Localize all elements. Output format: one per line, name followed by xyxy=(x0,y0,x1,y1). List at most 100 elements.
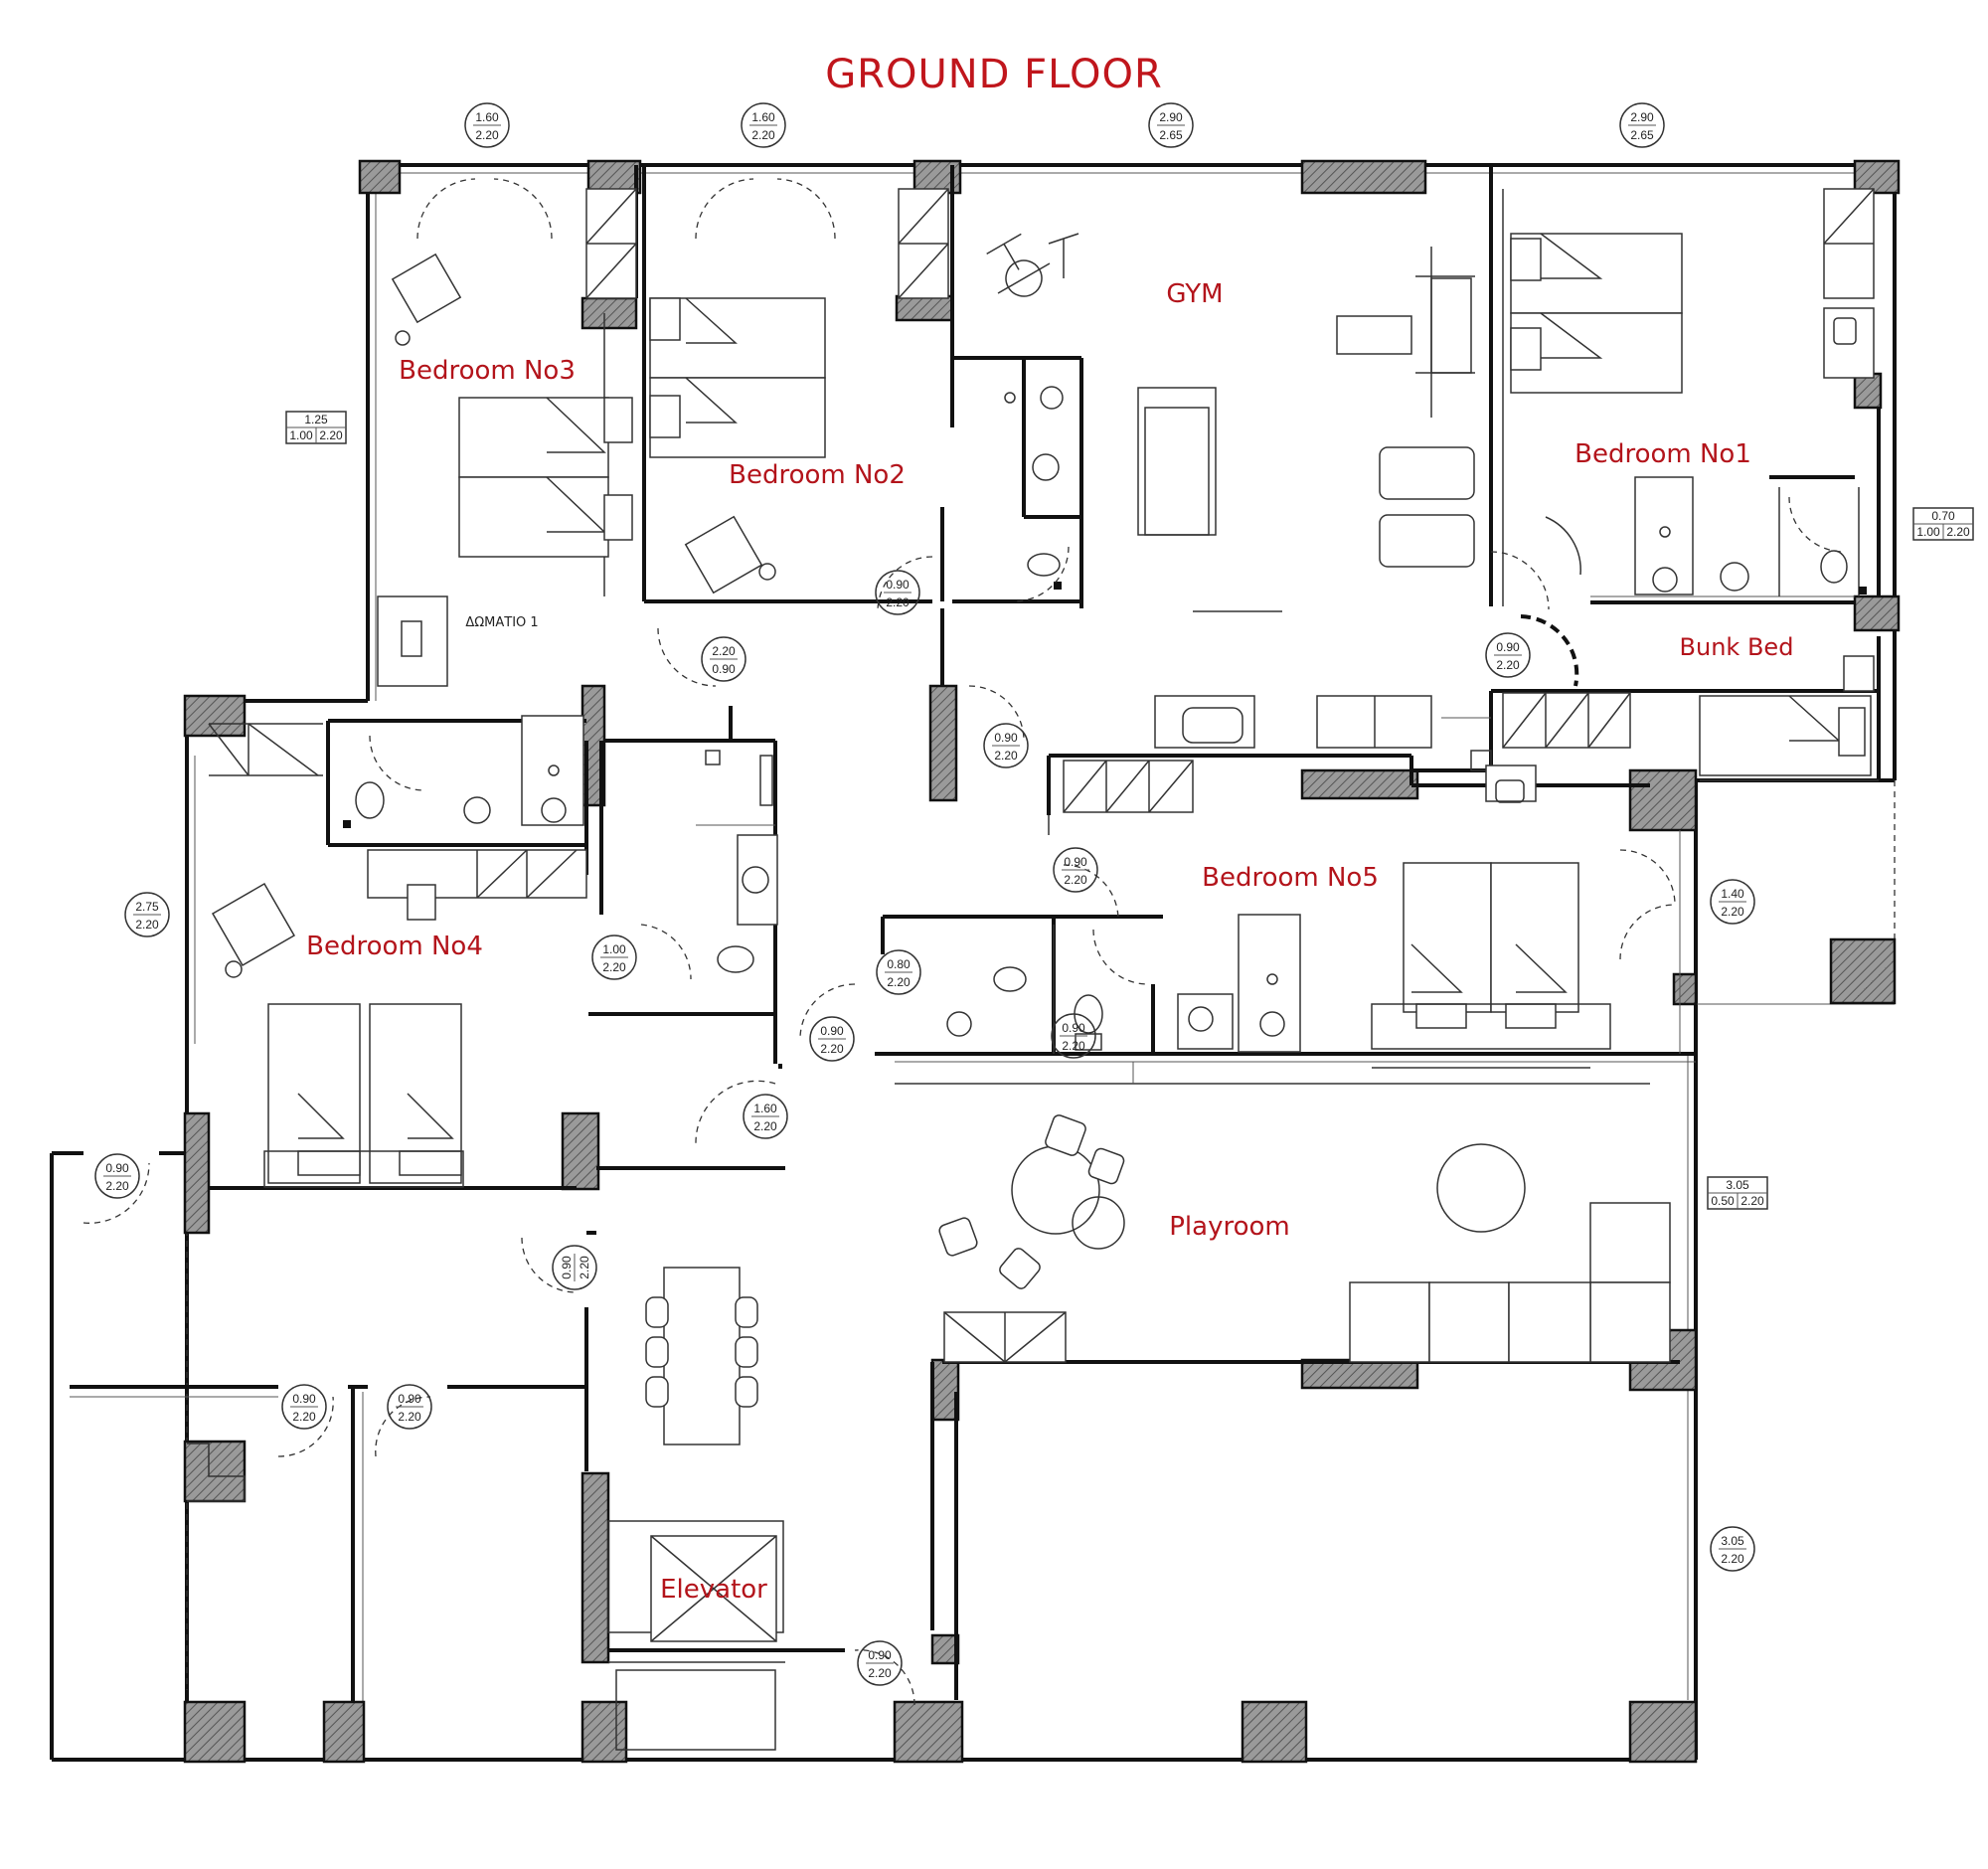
tag-height: 2.20 xyxy=(886,595,910,609)
tag-circle xyxy=(809,1016,855,1062)
room-label-bedroom1: Bedroom No1 xyxy=(1574,439,1751,469)
tag-width: 0.90 xyxy=(398,1392,421,1406)
room-label-bedroom5: Bedroom No5 xyxy=(1202,863,1379,893)
tag-height: 2.20 xyxy=(1062,1039,1085,1053)
tag-height: 2.20 xyxy=(751,128,775,142)
tag-width: 0.90 xyxy=(560,1256,574,1279)
window-width: 0.70 xyxy=(1931,509,1955,523)
tag-circle xyxy=(591,934,637,980)
tag-width: 1.00 xyxy=(602,942,626,956)
opening-tag: 0.90 2.20 xyxy=(1051,1013,1096,1059)
structural-columns xyxy=(183,159,1901,1764)
tag-height: 2.20 xyxy=(135,918,159,932)
tag-circle xyxy=(464,102,510,148)
opening-tag: 2.75 2.20 xyxy=(124,892,170,937)
tag-circle xyxy=(1053,847,1098,893)
tag-height: 2.20 xyxy=(753,1119,777,1133)
tag-height: 2.20 xyxy=(887,975,911,989)
opening-tag: 0.90 2.20 xyxy=(809,1016,855,1062)
tag-width: 1.60 xyxy=(475,110,499,124)
tag-circle xyxy=(1485,632,1531,678)
tag-width: 0.90 xyxy=(868,1648,892,1662)
exterior-walls xyxy=(50,163,1897,1762)
tag-height: 2.20 xyxy=(105,1179,129,1193)
tag-circle xyxy=(552,1245,597,1290)
tag-circle xyxy=(1148,102,1194,148)
opening-tag: 1.60 2.20 xyxy=(464,102,510,148)
tag-height: 2.20 xyxy=(1496,658,1520,672)
tag-height: 2.20 xyxy=(1721,1552,1744,1566)
room-labels: GYM Bedroom No3 Bedroom No2 Bedroom No1 … xyxy=(306,279,1793,1605)
opening-tag: 0.90 2.20 xyxy=(1485,632,1531,678)
opening-tag: 3.05 2.20 xyxy=(1710,1526,1755,1572)
tag-height: 2.20 xyxy=(475,128,499,142)
opening-tag: 1.40 2.20 xyxy=(1710,879,1755,925)
tag-circle xyxy=(94,1153,140,1199)
tag-width: 0.90 xyxy=(994,731,1018,745)
room-label-elevator: Elevator xyxy=(660,1575,767,1605)
tag-width: 0.90 xyxy=(820,1024,844,1038)
tag-circle xyxy=(1051,1013,1096,1059)
tag-width: 1.60 xyxy=(753,1102,777,1115)
tag-height: 2.20 xyxy=(578,1256,591,1279)
tag-circle xyxy=(701,636,746,682)
room-label-bedroom3: Bedroom No3 xyxy=(399,356,576,386)
tag-width: 2.75 xyxy=(135,900,159,914)
tag-width: 0.80 xyxy=(887,957,911,971)
opening-tag: 0.90 2.20 xyxy=(552,1245,597,1290)
tag-height: 2.20 xyxy=(1064,873,1087,887)
room-label-bedroom4: Bedroom No4 xyxy=(306,932,483,961)
opening-tag: 0.90 2.20 xyxy=(875,570,920,615)
domatio-label: ΔΩΜΑΤΙΟ 1 xyxy=(465,615,538,630)
tag-circle xyxy=(1710,1526,1755,1572)
opening-tags: 1.602.201.602.202.902.652.902.650.902.20… xyxy=(94,102,1755,1686)
tag-width: 2.90 xyxy=(1630,110,1654,124)
tag-height: 2.20 xyxy=(820,1042,844,1056)
opening-tag: 1.60 2.20 xyxy=(743,1094,788,1139)
tag-height: 0.90 xyxy=(712,662,736,676)
opening-tag: 0.902.20 xyxy=(1053,847,1098,893)
tag-height: 2.20 xyxy=(868,1666,892,1680)
tag-height: 2.20 xyxy=(398,1410,421,1424)
tag-width: 0.90 xyxy=(105,1161,129,1175)
tag-circle xyxy=(124,892,170,937)
opening-tag: 0.90 2.20 xyxy=(94,1153,140,1199)
tag-width: 0.90 xyxy=(1496,640,1520,654)
tag-width: 1.40 xyxy=(1721,887,1744,901)
tag-circle xyxy=(387,1384,432,1430)
opening-tag: 0.90 2.20 xyxy=(857,1640,903,1686)
window-width: 3.05 xyxy=(1726,1178,1749,1192)
window-height: 2.20 xyxy=(1740,1194,1764,1208)
tag-height: 2.20 xyxy=(292,1410,316,1424)
tag-circle xyxy=(741,102,786,148)
window-tag: 3.05 0.50 2.20 xyxy=(1707,1176,1768,1210)
tag-width: 0.90 xyxy=(886,578,910,592)
tag-width: 2.20 xyxy=(712,644,736,658)
room-label-playroom: Playroom xyxy=(1169,1212,1289,1242)
room-label-bedroom2: Bedroom No2 xyxy=(729,460,906,490)
tag-height: 2.20 xyxy=(1721,905,1744,919)
tag-width: 0.90 xyxy=(1062,1021,1085,1035)
tag-width: 0.90 xyxy=(292,1392,316,1406)
opening-tag: 1.00 2.20 xyxy=(591,934,637,980)
opening-tag: 0.90 2.20 xyxy=(387,1384,432,1430)
tag-height: 2.65 xyxy=(1630,128,1654,142)
room-label-gym: GYM xyxy=(1166,279,1223,309)
tag-height: 2.20 xyxy=(994,749,1018,763)
window-box-tags: 1.25 1.00 2.20 0.70 1.00 2.20 3.05 0.50 2.20 xyxy=(285,411,1974,1210)
tag-circle xyxy=(1619,102,1665,148)
window-sill: 1.00 xyxy=(289,428,313,442)
tag-circle xyxy=(1710,879,1755,925)
tag-width: 3.05 xyxy=(1721,1534,1744,1548)
tag-circle xyxy=(281,1384,327,1430)
tag-width: 2.90 xyxy=(1159,110,1183,124)
window-width: 1.25 xyxy=(304,413,328,426)
tag-circle xyxy=(875,570,920,615)
tag-height: 2.20 xyxy=(602,960,626,974)
opening-tag: 0.90 2.20 xyxy=(983,723,1029,768)
tag-circle xyxy=(983,723,1029,768)
window-sill: 0.50 xyxy=(1711,1194,1735,1208)
plan-title: GROUND FLOOR xyxy=(825,52,1163,97)
